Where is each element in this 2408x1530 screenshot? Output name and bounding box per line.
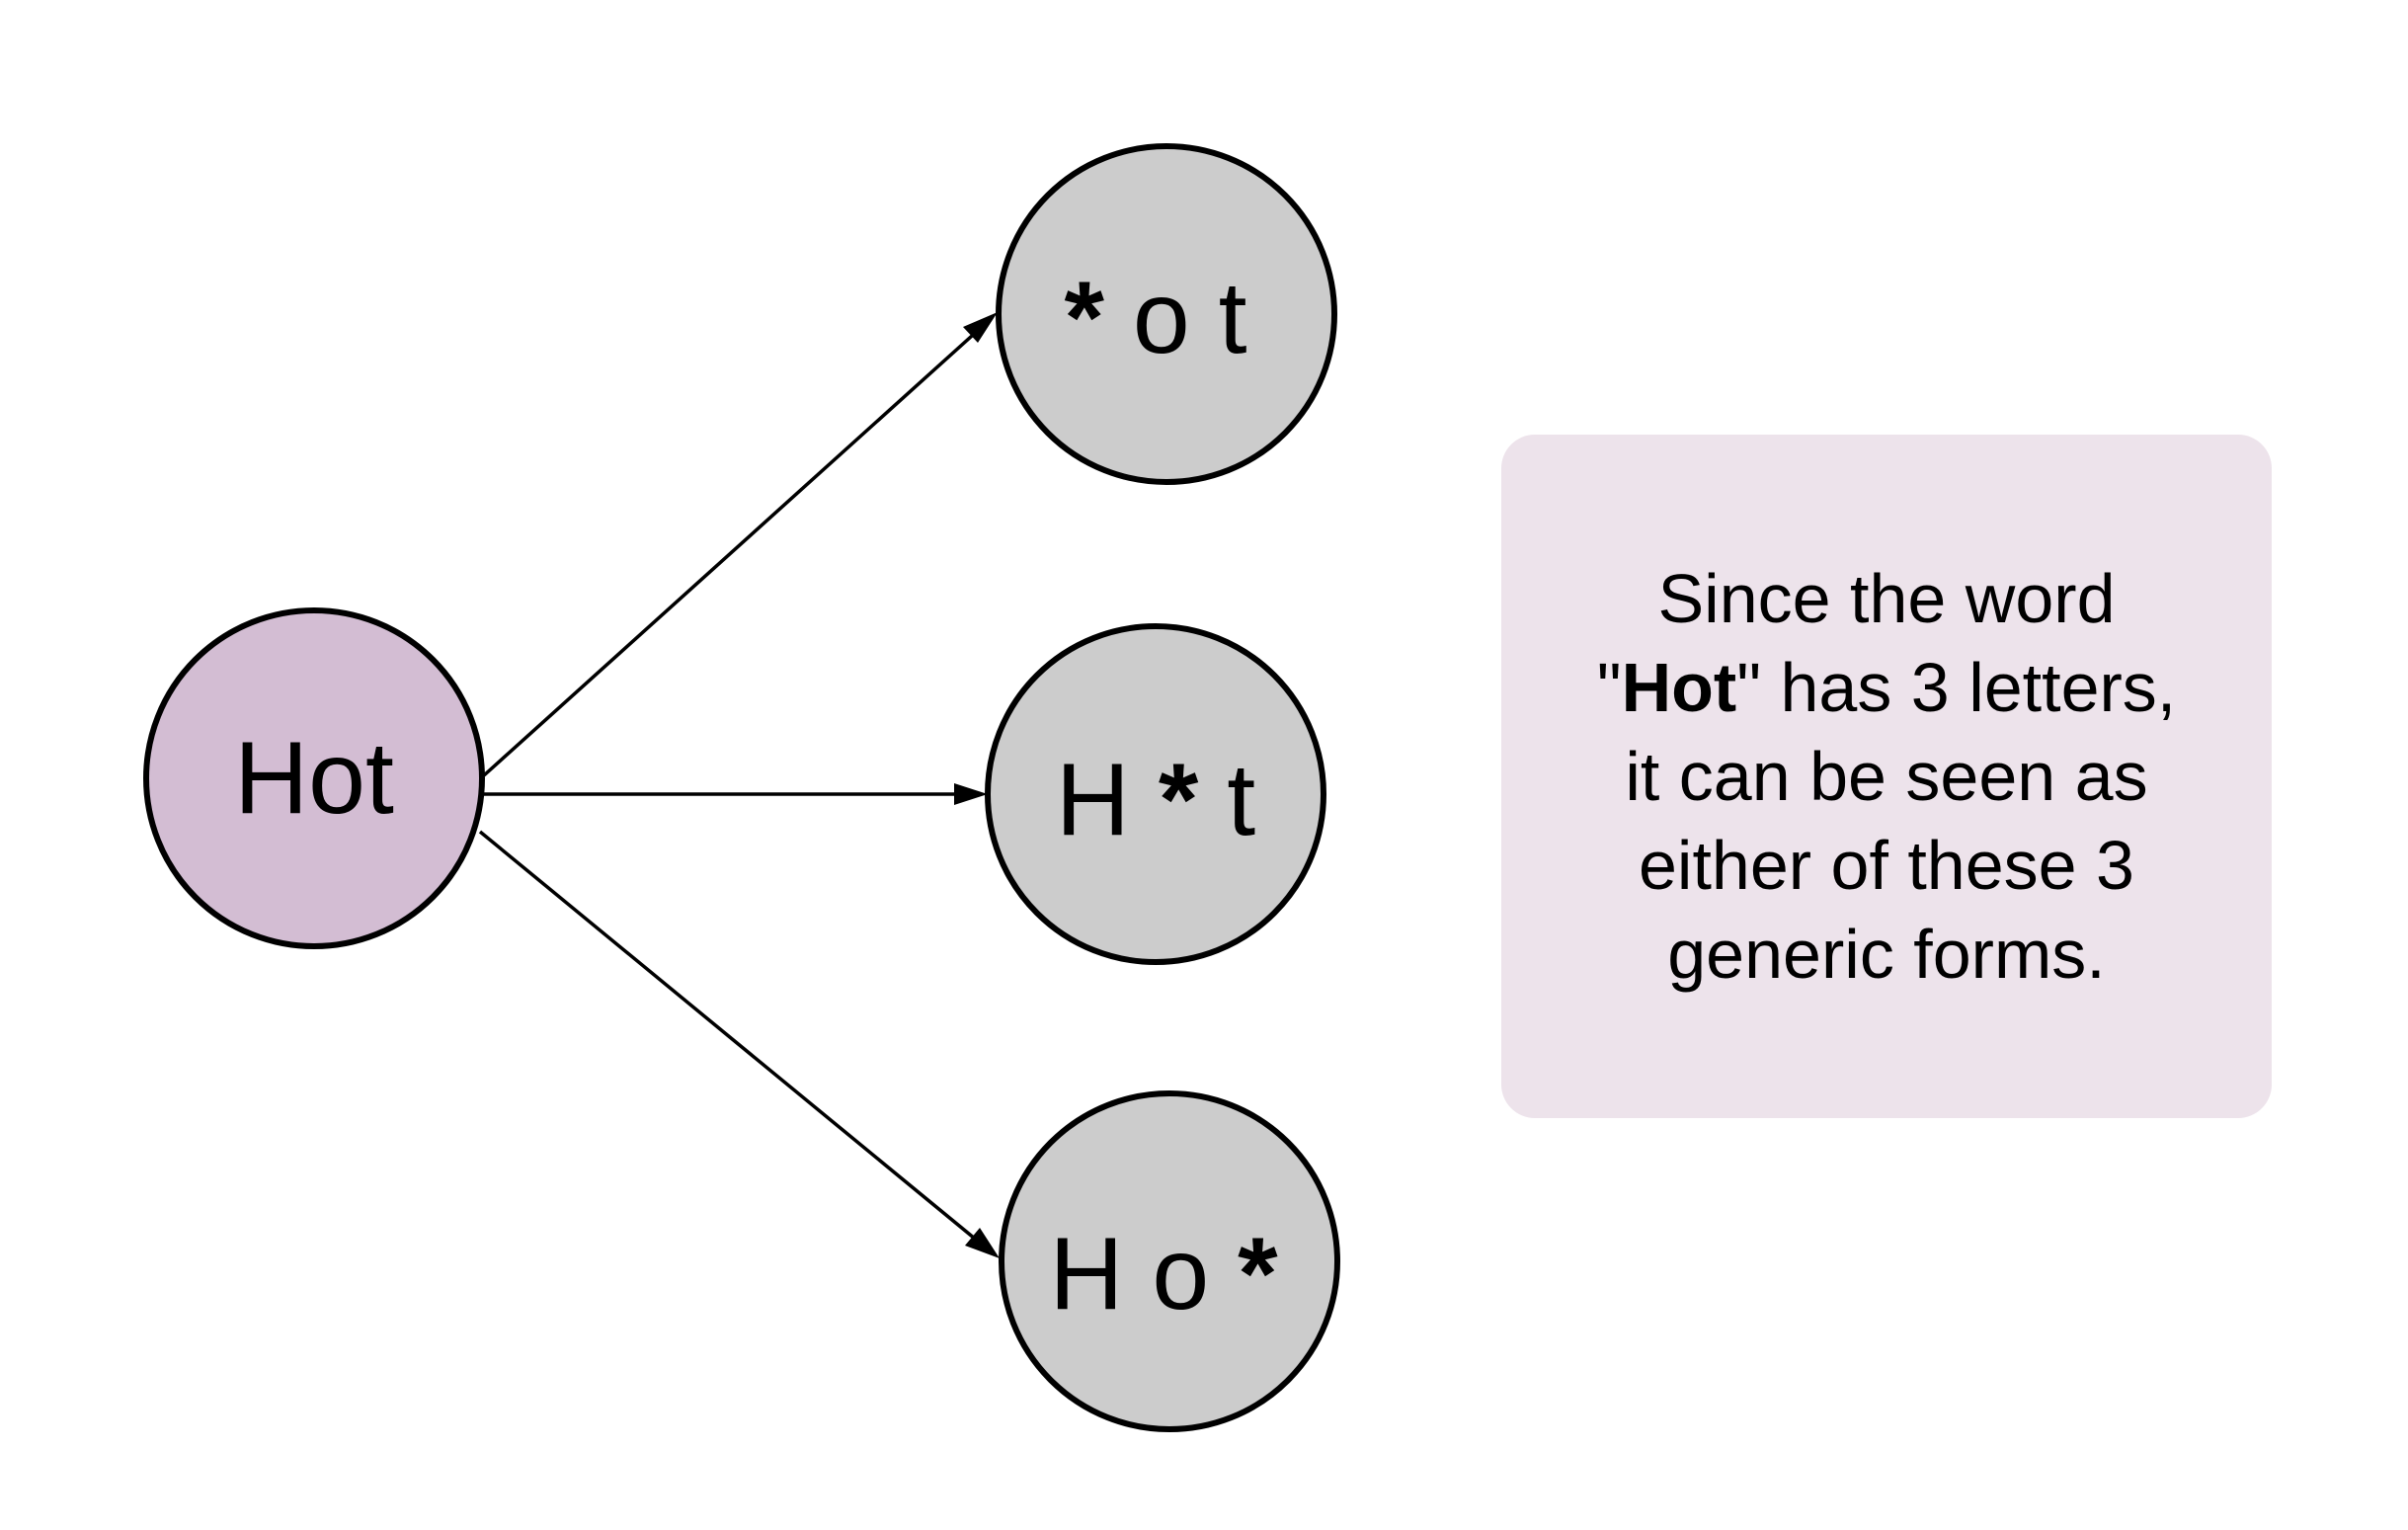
target-node-circle bbox=[985, 623, 1326, 965]
edge-hot-to-star-o-t bbox=[482, 316, 994, 777]
target-node-h-o-star: H o * bbox=[999, 1090, 1340, 1432]
arrowhead-top bbox=[963, 312, 998, 343]
target-node-star-o-t: * o t bbox=[996, 143, 1337, 485]
target-node-label: * o t bbox=[1064, 261, 1246, 375]
note-line-2-open-quote: " bbox=[1596, 649, 1622, 726]
explanation-note: Since the word "Hot" has 3 letters, it c… bbox=[1501, 435, 2272, 1118]
explanation-text: Since the word "Hot" has 3 letters, it c… bbox=[1597, 554, 2177, 999]
note-line-5: generic forms. bbox=[1667, 916, 2106, 993]
target-node-label: H o * bbox=[1049, 1217, 1278, 1331]
target-node-label: H * t bbox=[1056, 743, 1255, 857]
source-node-label: Hot bbox=[234, 721, 394, 836]
target-node-h-star-t: H * t bbox=[985, 623, 1326, 965]
source-node-circle bbox=[143, 607, 485, 949]
wildcard-asterisk: * bbox=[1064, 261, 1104, 375]
note-line-4: either of these 3 bbox=[1638, 827, 2134, 904]
note-line-2-rest: " has 3 letters, bbox=[1736, 649, 2177, 726]
edge-hot-to-h-o-star bbox=[478, 830, 994, 1254]
target-node-circle bbox=[996, 143, 1337, 485]
note-line-1: Since the word bbox=[1657, 560, 2116, 637]
arrowhead-bottom bbox=[965, 1228, 1000, 1258]
note-line-3: it can be seen as bbox=[1625, 738, 2148, 815]
target-node-circle bbox=[999, 1090, 1340, 1432]
note-bold-word: Hot bbox=[1621, 649, 1737, 726]
arrowhead-middle bbox=[954, 783, 988, 805]
wildcard-asterisk: * bbox=[1238, 1217, 1278, 1331]
source-node-hot: Hot bbox=[143, 607, 485, 949]
wildcard-asterisk: * bbox=[1159, 743, 1199, 857]
